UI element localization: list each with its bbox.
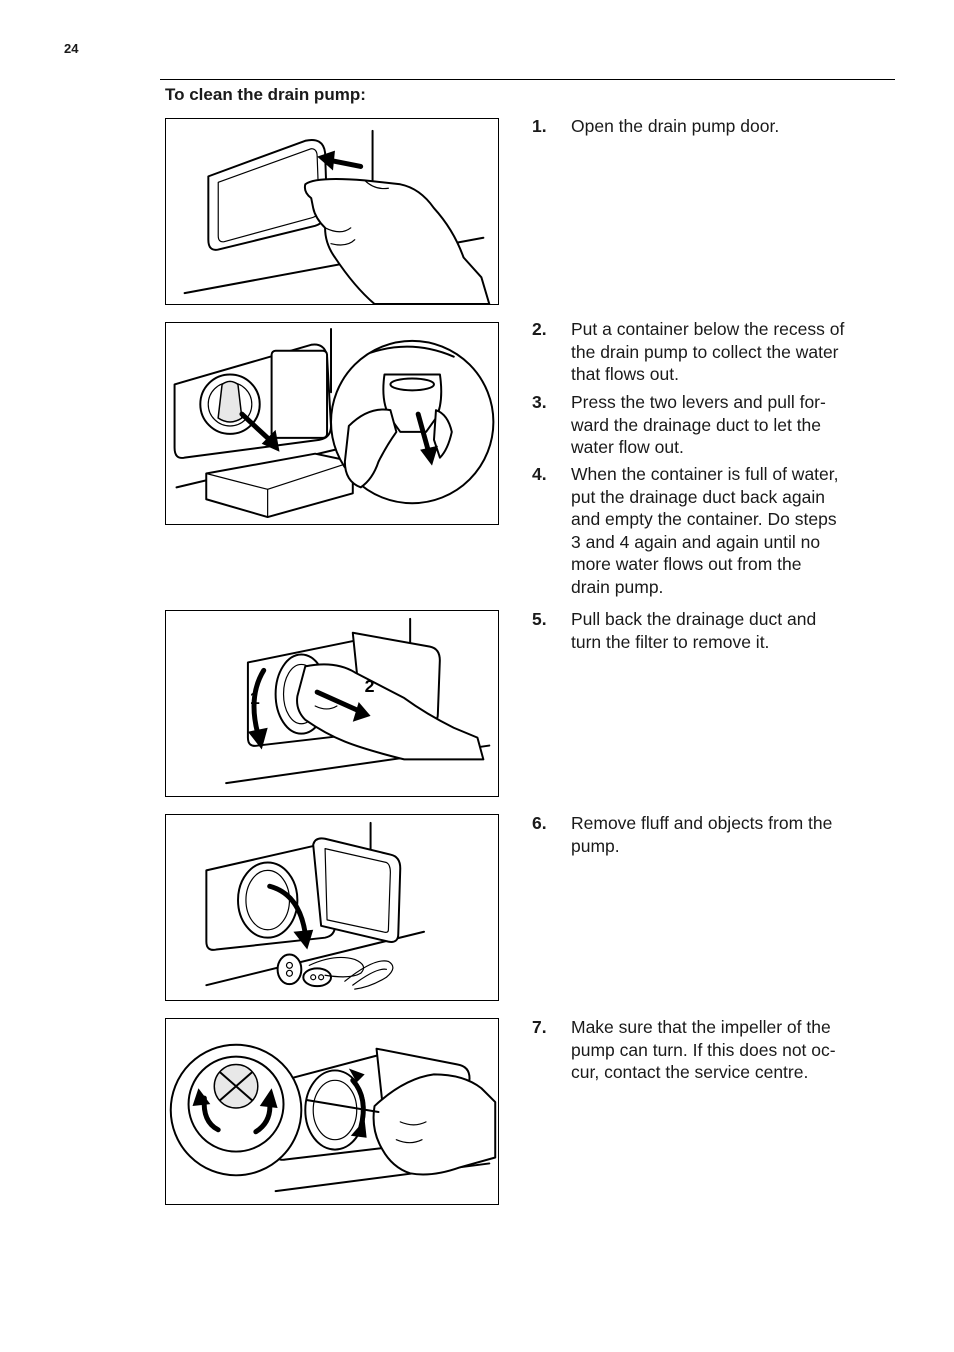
step-text: Open the drain pump door.	[571, 116, 780, 136]
figure-container-drain	[165, 322, 499, 525]
step-4: 4. When the container is full of water, …	[532, 463, 892, 599]
step-number: 2.	[532, 319, 547, 339]
impeller-illustration	[169, 1043, 497, 1193]
step-1: 1. Open the drain pump door.	[532, 115, 892, 138]
container-drain-illustration	[173, 327, 495, 519]
step-number: 1.	[532, 116, 547, 136]
remove-fluff-illustration	[205, 821, 425, 990]
step-text: Pull back the drainage duct and turn the…	[571, 609, 817, 652]
figure-remove-filter: 1 2	[165, 610, 499, 797]
step-text: Remove fluff and objects from the pump.	[571, 813, 833, 856]
header-rule	[160, 79, 895, 80]
step-number: 4.	[532, 464, 547, 484]
figure-impeller	[165, 1018, 499, 1205]
figure-remove-fluff	[165, 814, 499, 1001]
step-text: Put a container below the recess of the …	[571, 319, 845, 385]
section-title: To clean the drain pump:	[165, 85, 366, 104]
open-door-illustration	[183, 129, 491, 304]
step-text: Make sure that the impeller of the pump …	[571, 1017, 836, 1083]
step-6: 6. Remove fluff and objects from the pum…	[532, 812, 892, 857]
step-5: 5. Pull back the drainage duct and turn …	[532, 608, 892, 653]
label-2: 2	[365, 676, 375, 696]
page-number: 24	[64, 41, 79, 56]
label-1: 1	[250, 688, 260, 708]
step-number: 5.	[532, 609, 547, 629]
step-number: 3.	[532, 392, 547, 412]
step-text: Press the two levers and pull for- ward …	[571, 392, 826, 458]
step-3: 3. Press the two levers and pull for- wa…	[532, 391, 892, 459]
step-number: 7.	[532, 1017, 547, 1037]
step-2: 2. Put a container below the recess of t…	[532, 318, 892, 386]
remove-filter-illustration: 1 2	[225, 617, 491, 785]
step-text: When the container is full of water, put…	[571, 464, 839, 597]
figure-open-door	[165, 118, 499, 305]
step-number: 6.	[532, 813, 547, 833]
step-7: 7. Make sure that the impeller of the pu…	[532, 1016, 892, 1084]
